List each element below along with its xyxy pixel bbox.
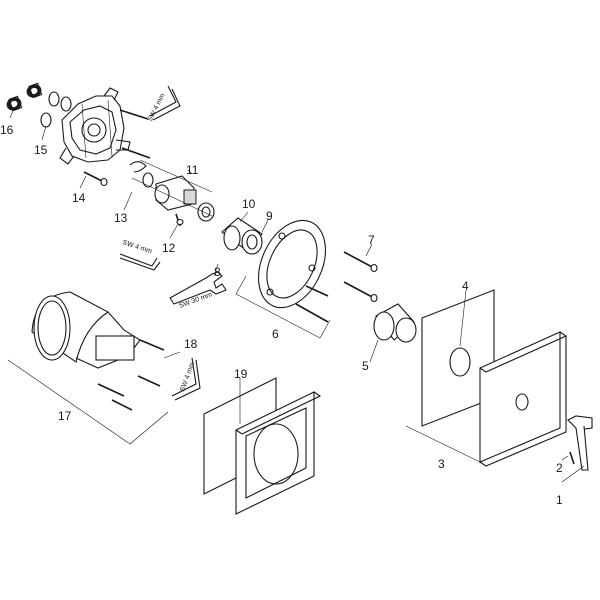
part-7-screws: [343, 251, 378, 303]
callout-1: 1: [556, 493, 563, 507]
callout-13: 13: [114, 211, 128, 225]
callout-9: 9: [266, 209, 273, 223]
part-16-plugs: [6, 82, 43, 112]
callout-7: 7: [368, 233, 375, 247]
callout-14: 14: [72, 191, 86, 205]
tool-label-sw4-mid: SW 4 mm: [121, 239, 153, 255]
valve-body: [59, 87, 151, 165]
callout-2: 2: [556, 461, 563, 475]
callout-15: 15: [34, 143, 48, 157]
callout-8: 8: [214, 265, 221, 279]
part-12-screw: [175, 213, 184, 227]
part-5-sleeve: [373, 303, 417, 343]
callout-12: 12: [162, 241, 176, 255]
callout-11: 11: [186, 163, 199, 177]
callout-10: 10: [242, 197, 256, 211]
allen-key-sw4-top: SW 4 mm: [147, 85, 181, 123]
callout-5: 5: [362, 359, 369, 373]
part-17-installation-body: [7, 291, 169, 445]
part-9-6-plate: [235, 219, 331, 339]
callout-17: 17: [58, 409, 72, 423]
callout-numbers: 16 15 14 13 12 11 10 9 8 7 6 5 4 3 2 1 1…: [0, 123, 563, 507]
callout-18: 18: [184, 337, 198, 351]
part-11-cartridge-group: [129, 159, 215, 222]
allen-key-sw4-mid: SW 4 mm: [119, 239, 161, 271]
callout-leaders: [9, 107, 585, 483]
callout-16: 16: [0, 123, 14, 137]
part-3-cover-plate: [405, 331, 568, 467]
allen-key-sw4-right: SW 4 mm: [171, 357, 201, 401]
part-14-screw: [83, 171, 108, 187]
callout-19: 19: [234, 367, 248, 381]
callout-3: 3: [438, 457, 445, 471]
part-10-sleeve: [221, 217, 263, 255]
callout-4: 4: [462, 279, 469, 293]
part-1-2-lever: [567, 415, 593, 471]
part-19-mounting-frame: [203, 377, 322, 515]
callout-6: 6: [272, 327, 279, 341]
